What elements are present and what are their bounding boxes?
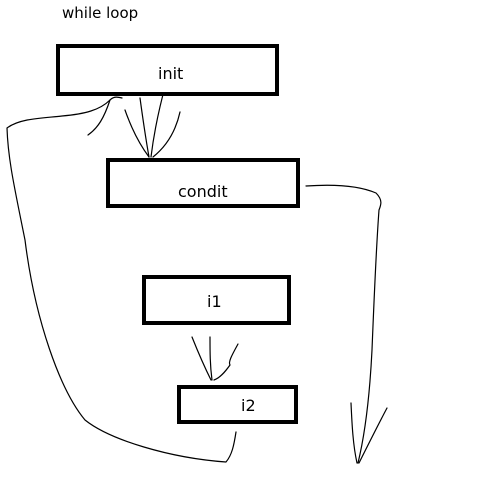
node-condit-label: condit [178,182,228,201]
node-init: init [56,44,279,96]
arrow-i1-to-i2 [191,336,239,381]
diagram-title: while loop [62,4,139,22]
node-i2-label: i2 [241,396,256,415]
node-condit: condit [106,158,300,208]
node-i2: i2 [177,385,298,424]
node-i1: i1 [142,275,291,325]
loop-back-arrow [6,96,237,463]
node-init-label: init [158,64,184,83]
node-i1-label: i1 [207,292,222,311]
exit-arrow [305,184,388,464]
